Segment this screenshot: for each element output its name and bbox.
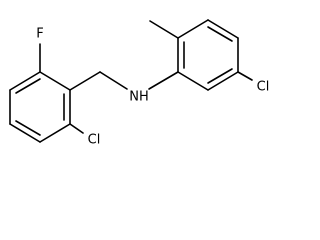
chlorine-left-label: Cl [88,133,101,148]
chemical-structure-diagram: F Cl NH Cl [9,19,270,148]
bond-methyl [149,20,179,39]
bond-c2-c3 [9,71,41,91]
bond-nh-ring [148,71,179,90]
chlorine-right-label: Cl [257,80,270,95]
double-bond-inner-1 [15,78,41,94]
bond-r5-r6 [207,71,239,91]
bond-c6-chlorine [69,123,84,134]
double-bond-inner-2 [15,120,41,136]
bond-c1-ch2 [69,71,101,91]
left-benzene-ring [9,71,71,143]
right-benzene-ring [177,19,239,91]
bond-c5-c6 [39,123,71,143]
amine-label: NH [129,90,149,105]
fluorine-label: F [36,27,43,42]
bond-ch2-nh [99,71,128,90]
bond-c1-c2 [39,71,71,91]
double-bond-inner-6 [207,68,233,84]
bond-r5-chlorine [237,71,253,81]
bond-r3-r4 [207,19,239,39]
bond-c4-c5 [9,123,41,143]
bond-r6-r1 [177,71,209,91]
double-bond-inner-5 [207,26,233,42]
bond-r2-r3 [177,19,209,39]
